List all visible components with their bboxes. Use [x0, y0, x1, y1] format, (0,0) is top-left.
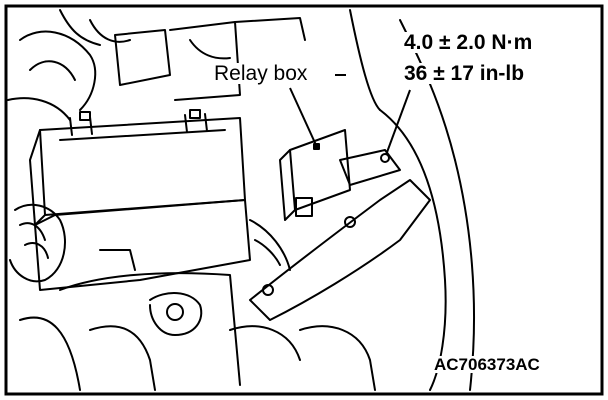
torque-imperial-label: 36 ± 17 in-lb	[402, 62, 527, 85]
relay-box-label: Relay box	[212, 62, 310, 85]
torque-metric-label: 4.0 ± 2.0 N·m	[402, 31, 535, 54]
torque-leader	[385, 89, 411, 156]
relay-box-leader	[289, 87, 317, 146]
figure-border	[4, 4, 604, 396]
figure-code-label: AC706373AC	[432, 355, 542, 374]
leader-lines	[289, 74, 411, 156]
